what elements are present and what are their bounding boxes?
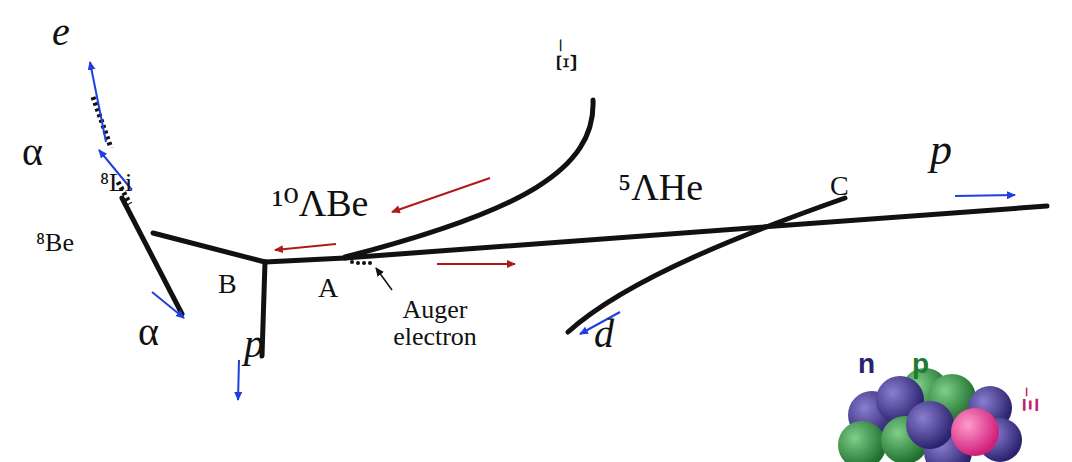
- hypernucleus-label: ¹⁰ΛBe: [272, 184, 368, 222]
- nucleon-label: n: [858, 350, 875, 378]
- particle-label: e: [52, 12, 70, 52]
- particle-label: ⁸Be: [36, 230, 74, 256]
- vertex-label: A: [318, 274, 338, 302]
- hyperon-label: Ξ⁻: [1020, 386, 1042, 412]
- particle-label: ⁸Li: [100, 170, 132, 196]
- auger-dots: [350, 260, 372, 265]
- particle-label: Ξ⁻: [551, 37, 581, 72]
- particle-label: p: [244, 324, 264, 364]
- auger-leader: [376, 268, 392, 290]
- particle-label: p: [930, 128, 952, 172]
- nucleus-cartoon: [838, 368, 1022, 462]
- vertex-label: C: [830, 172, 849, 200]
- hypernucleus-label: ⁵ΛHe: [618, 168, 703, 206]
- particle-label: d: [594, 314, 614, 354]
- particle-tracks: [122, 100, 1047, 356]
- vertex-label: B: [218, 270, 237, 298]
- annotation: Auger electron: [360, 296, 510, 351]
- particle-label: α: [22, 132, 43, 172]
- nucleon-label: p: [912, 350, 929, 378]
- direction-arrows: [90, 62, 1015, 400]
- particle-label: α: [138, 312, 159, 352]
